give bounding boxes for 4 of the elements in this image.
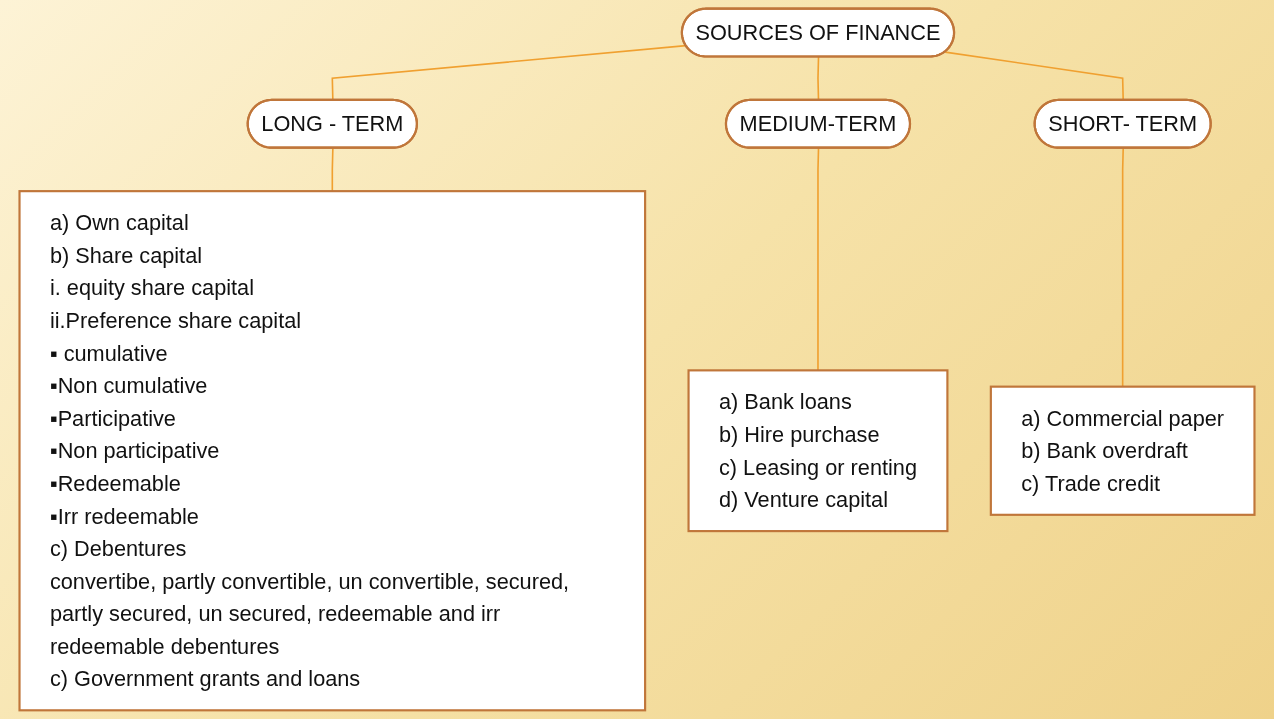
connector <box>331 147 334 192</box>
node-box: a) Commercial paper b) Bank overdraft c) Trade credit <box>989 385 1256 516</box>
node-box: a) Own capital b) Share capital i. equity share capital ii.Preference share capital ▪ cumulative ▪Non cumulative ▪Participative ▪Non participative ▪Redeemable ▪Irr redeemable c) Debentures convertibe, partly convertible, un convertible, secured, partly secured, un secured, redeemable and irr redeemable debentures c) Government grants and loans <box>18 190 647 712</box>
node-box: a) Bank loans b) Hire purchase c) Leasing or renting d) Venture capital <box>687 369 949 533</box>
